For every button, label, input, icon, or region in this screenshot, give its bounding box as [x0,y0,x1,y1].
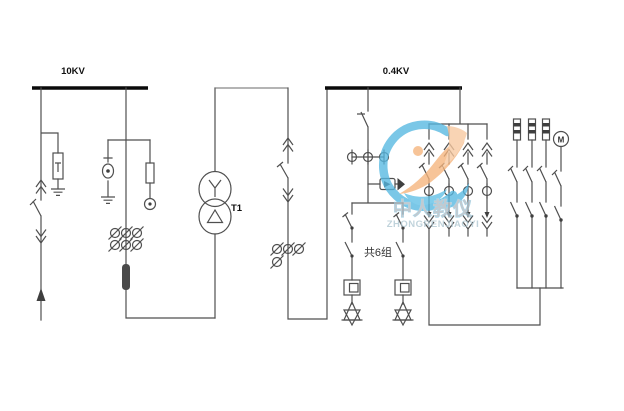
contact-dot-icon [530,214,534,218]
lv-link-line [287,87,328,320]
ct-icon [481,182,493,200]
contactor-box-icon [394,279,412,296]
transformer-delta-winding-icon [198,198,232,235]
capacitor-feeder-left [340,202,364,326]
ground-icon [100,196,116,204]
arrow-down-icon [426,212,432,218]
lv-main-branch [346,87,405,204]
pt-fuse-icon [143,139,157,211]
fuse-icon [541,118,551,141]
knife-switch-icon [276,161,289,179]
switch-icon [538,201,547,217]
bus-04kv-section: 0.4KV [325,66,462,90]
watermark-head-icon [413,146,423,156]
switch-icon [509,201,518,217]
watermark: 中人教仪 ZHONGRENJIAOYI [379,120,480,230]
knife-switch-icon [29,198,42,217]
incoming-arrow-icon [36,288,46,301]
switch-icon [507,165,518,183]
incoming-feeder-branch [29,87,66,321]
fuse-circuit-3 [536,118,551,289]
contact-dot-icon [350,254,354,258]
cable-reactor-icon [122,264,130,290]
capacitor-bank-icon [340,301,364,326]
switch-icon [344,241,353,257]
fuse-icon [527,118,537,141]
outgoing-feeder-3 [457,123,474,237]
fuse-circuit-2 [522,118,537,289]
pt-branch-line [107,87,216,319]
distribution-subpanel: M [507,118,570,289]
transformer-lv-link [269,87,328,320]
switch-icon [342,212,353,229]
arrow-down-icon [484,212,490,218]
bus-10kv-section: 10KV [32,66,148,90]
fuse-icon [512,118,522,141]
contact-dot-icon [350,226,354,230]
watermark-blue-crescent-icon [379,120,458,212]
contactor-box-icon [343,279,361,296]
watermark-flame-icon [441,126,467,169]
switch-icon [393,212,404,229]
transformer-wye-winding-icon [198,170,232,208]
contact-dot-icon [401,254,405,258]
bus-10kv-label: 10KV [61,66,85,77]
switch-icon [551,169,562,187]
switch-icon [524,201,533,217]
watermark-blue-swoosh-icon [404,189,447,206]
pt-metering-branch [100,87,216,319]
switch-icon [476,162,488,180]
switch-icon [553,205,562,221]
switch-icon [395,241,404,257]
surge-arrester-icon [52,152,64,180]
switch-icon [522,165,533,183]
lv-main-line [351,87,404,204]
transformer-t1: T1 [198,87,288,319]
arrow-down-icon [446,212,452,218]
incoming-feeder-line [40,87,59,321]
circuit-breaker-icon [357,111,369,128]
ground-icon [50,188,66,196]
voltage-transformer-icon [101,139,115,197]
contact-dot-icon [559,218,563,222]
contact-dot-icon [515,214,519,218]
wye-symbol-icon [208,179,222,197]
watermark-blue-tail-icon [445,183,469,209]
switch-icon [457,162,469,180]
arrow-down-icon [465,212,471,218]
capacitor-feeder-right [391,202,415,326]
watermark-en-text: ZHONGRENJIAOYI [387,219,480,230]
feeder-header-line [428,87,488,125]
contact-dot-icon [401,226,405,230]
delta-symbol-icon [206,208,224,224]
motor-circuit: M [551,130,570,289]
motor-label: M [558,136,565,145]
transformer-label: T1 [231,203,243,214]
bus-04kv-label: 0.4KV [383,66,410,77]
capacitor-bank-icon [391,301,415,326]
switch-icon [536,165,547,183]
fuse-circuit-1 [507,118,522,289]
outgoing-feeder-4 [476,123,493,237]
capacitor-group-note: 共6组 [364,245,392,259]
watermark-cn-text: 中人教仪 [393,197,473,220]
contact-dot-icon [544,214,548,218]
